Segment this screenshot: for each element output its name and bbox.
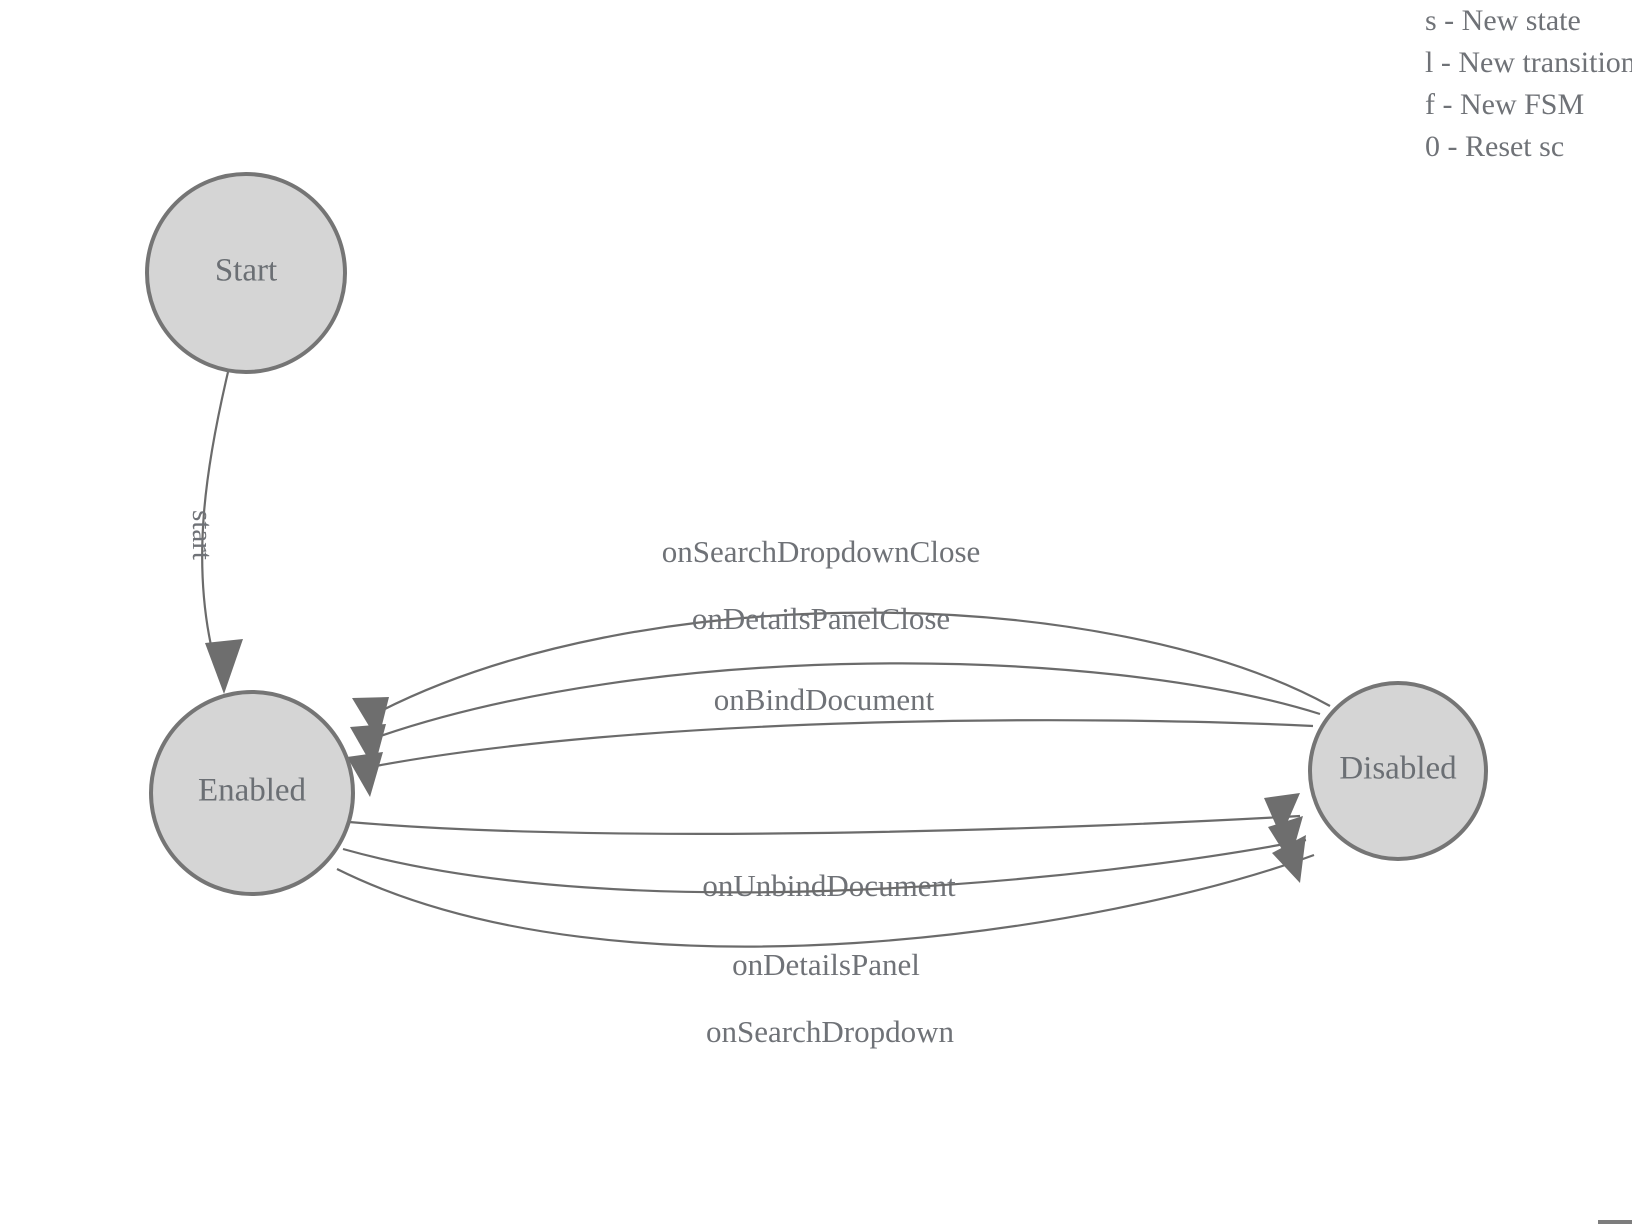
transition-label: onSearchDropdown — [706, 1014, 954, 1049]
state-label: Start — [215, 253, 277, 289]
transition-enabled-to-disabled-search[interactable]: onSearchDropdown — [336, 835, 1315, 1049]
transition-path[interactable] — [348, 814, 1301, 835]
transition-disabled-to-enabled-search-close[interactable]: onSearchDropdownClose — [352, 534, 1331, 741]
transition-path[interactable] — [336, 853, 1315, 948]
state-circle[interactable] — [145, 172, 347, 374]
state-label: Disabled — [1339, 751, 1457, 787]
transition-label: onBindDocument — [714, 682, 935, 717]
transition-label: onSearchDropdownClose — [662, 534, 981, 569]
transition-start-to-enabled[interactable]: start — [186, 371, 243, 694]
transition-label: onDetailsPanelClose — [692, 601, 950, 636]
transition-enabled-to-disabled-details[interactable]: onDetailsPanel — [342, 816, 1307, 982]
state-circle[interactable] — [149, 690, 355, 896]
transition-arrowhead — [1264, 793, 1300, 837]
transition-path[interactable] — [364, 719, 1314, 770]
state-label: Enabled — [198, 773, 307, 809]
state-node-disabled[interactable]: Disabled — [1308, 681, 1488, 861]
transition-arrowhead — [205, 639, 243, 694]
transition-disabled-to-enabled-bind[interactable]: onBindDocument — [347, 682, 1314, 797]
transition-enabled-to-disabled-unbind[interactable]: onUnbindDocument — [348, 793, 1301, 903]
transition-path[interactable] — [368, 662, 1321, 742]
state-circle[interactable] — [1308, 681, 1488, 861]
state-node-enabled[interactable]: Enabled — [149, 690, 355, 896]
transition-label: start — [186, 510, 218, 560]
state-node-start[interactable]: Start — [145, 172, 347, 374]
transition-label: onUnbindDocument — [702, 868, 956, 903]
transition-path[interactable] — [201, 371, 230, 651]
panel-corner-border — [1598, 1172, 1632, 1224]
transition-arrowhead — [347, 752, 383, 797]
transition-path[interactable] — [342, 838, 1307, 894]
transition-label: onDetailsPanel — [732, 947, 920, 982]
transition-arrowhead — [1268, 816, 1303, 862]
transition-path[interactable] — [372, 611, 1331, 716]
transition-arrowhead — [1272, 835, 1306, 883]
